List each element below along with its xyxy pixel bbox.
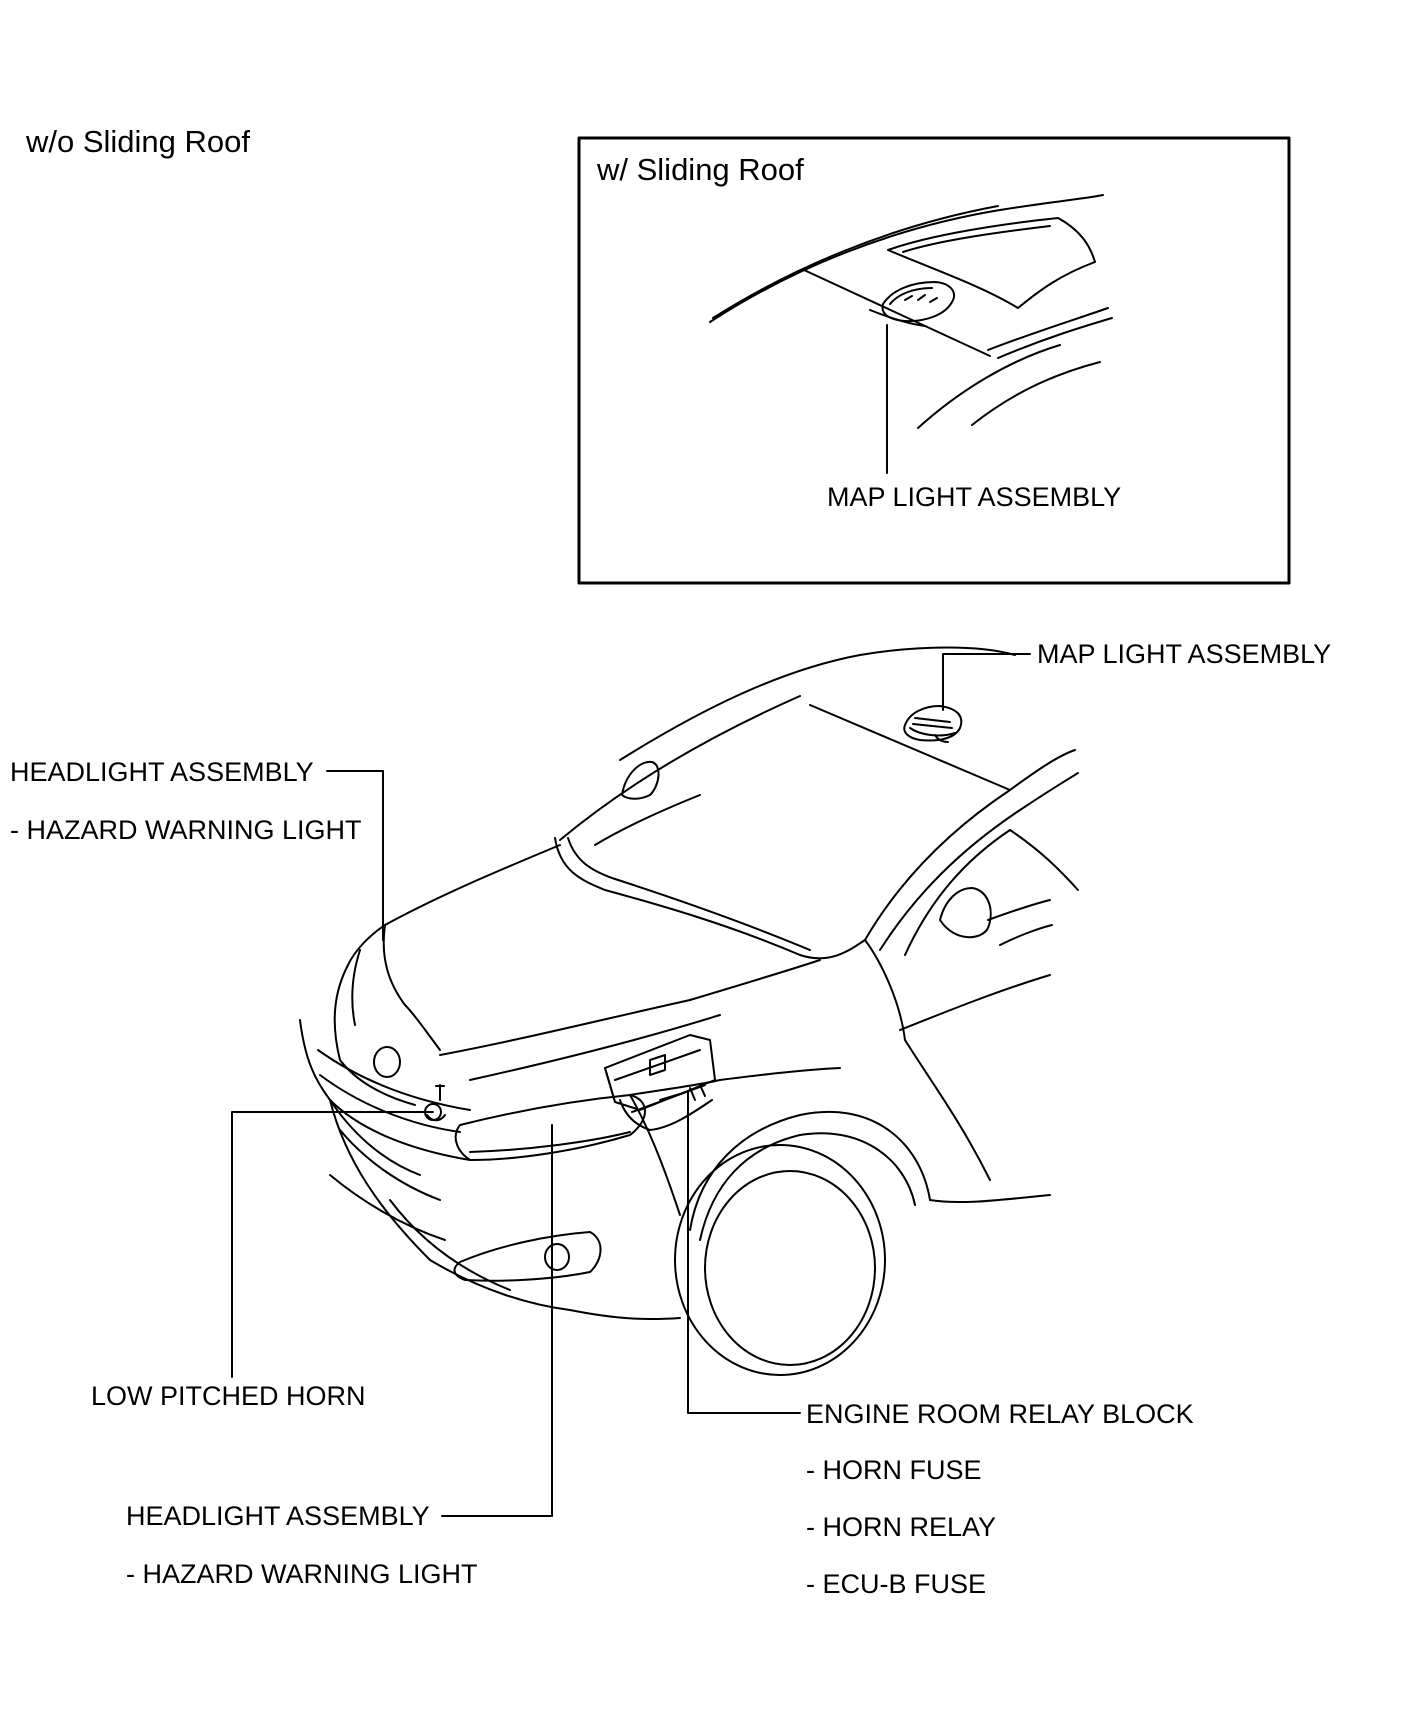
label-engine-room-relay-block: ENGINE ROOM RELAY BLOCK xyxy=(806,1399,1194,1429)
label-horn-relay: - HORN RELAY xyxy=(806,1512,997,1542)
leader-headlight-right xyxy=(441,1124,553,1517)
inset-roof-drawing xyxy=(709,194,1113,474)
label-low-pitched-horn: LOW PITCHED HORN xyxy=(91,1381,366,1411)
label-headlight-assembly-right: HEADLIGHT ASSEMBLY xyxy=(126,1501,430,1531)
car-body-drawing xyxy=(299,646,1079,1376)
label-hazard-warning-light-right: - HAZARD WARNING LIGHT xyxy=(126,1559,478,1589)
inset-label-map-light-assembly: MAP LIGHT ASSEMBLY xyxy=(827,482,1122,512)
label-ecu-b-fuse: - ECU-B FUSE xyxy=(806,1569,987,1599)
label-map-light-assembly: MAP LIGHT ASSEMBLY xyxy=(1037,639,1332,669)
label-headlight-assembly-left: HEADLIGHT ASSEMBLY xyxy=(10,757,314,787)
label-horn-fuse: - HORN FUSE xyxy=(806,1455,982,1485)
leader-lines xyxy=(231,653,1031,1517)
leader-horn xyxy=(231,1111,434,1378)
section-label-without-sliding-roof: w/o Sliding Roof xyxy=(26,124,251,159)
leader-relay-block xyxy=(687,1091,801,1414)
label-hazard-warning-light-left: - HAZARD WARNING LIGHT xyxy=(10,815,362,845)
section-label-with-sliding-roof: w/ Sliding Roof xyxy=(597,152,804,187)
leader-map-light xyxy=(942,653,1031,711)
inset-frame xyxy=(577,136,1291,585)
leader-headlight-left xyxy=(326,770,384,941)
